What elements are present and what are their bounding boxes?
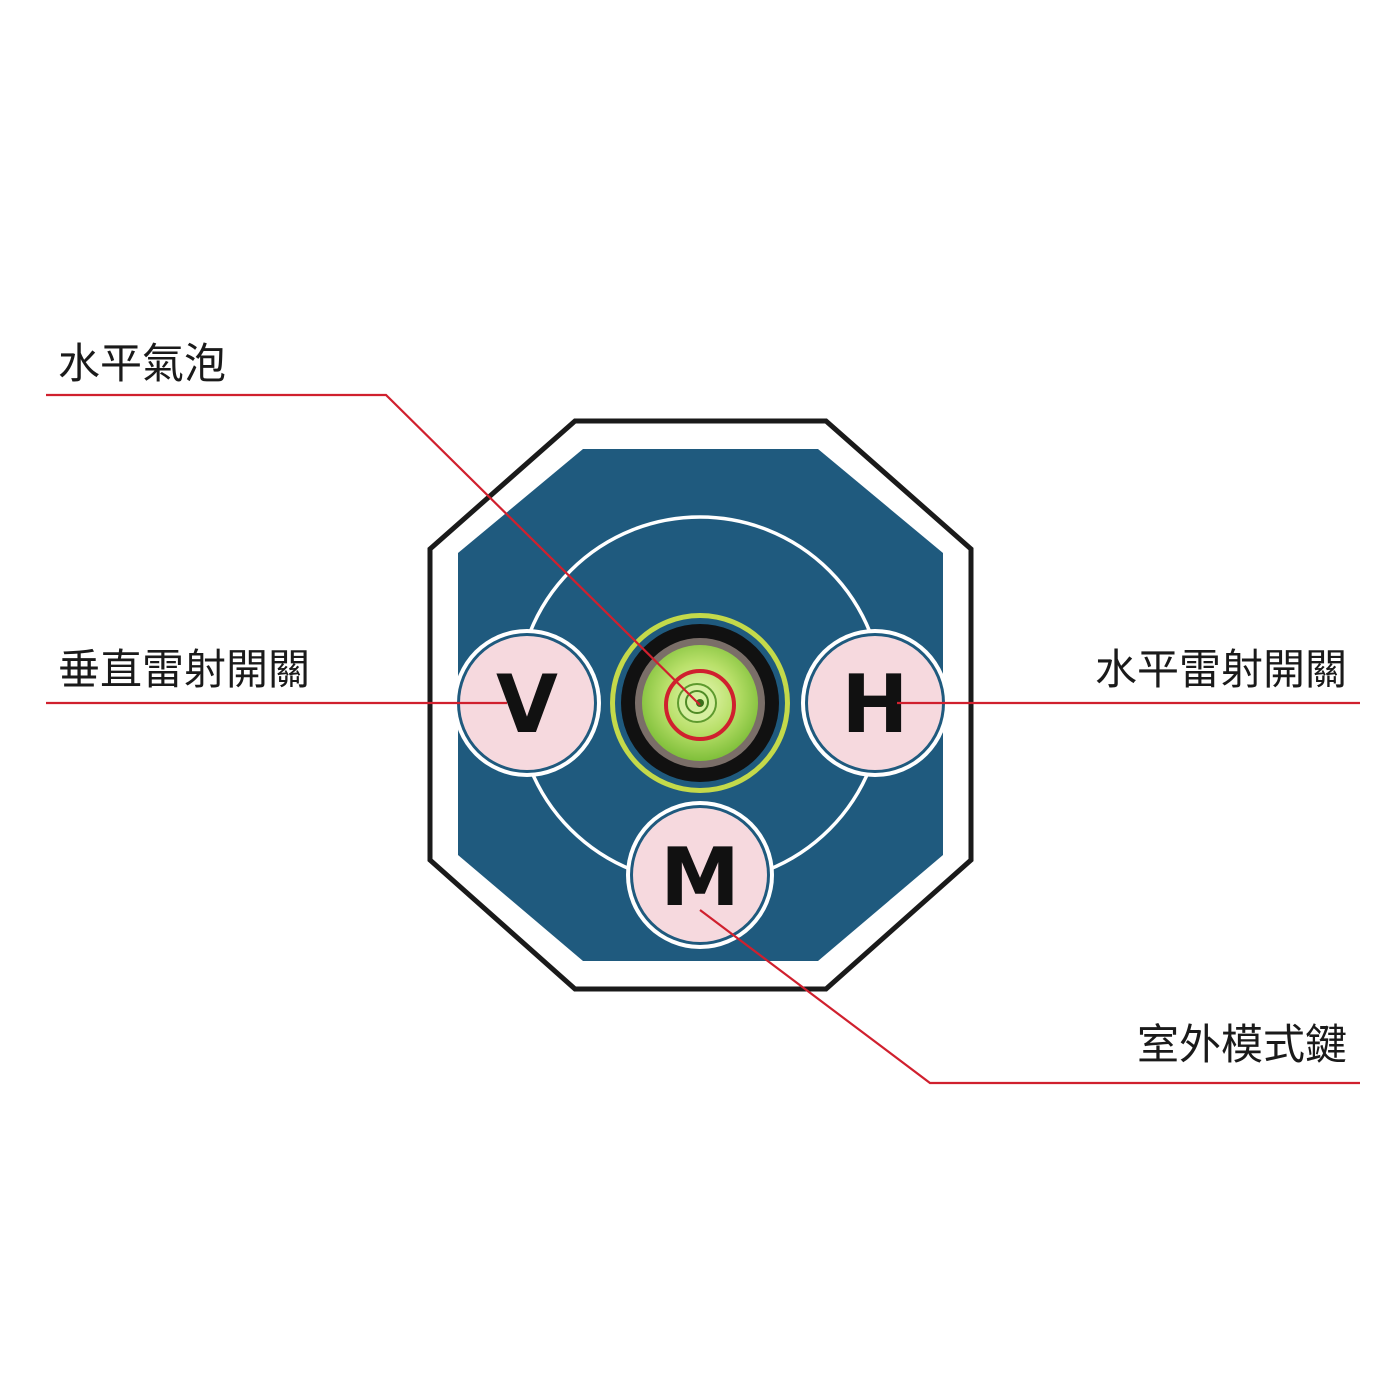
- label-bubble-level: 水平氣泡: [58, 339, 226, 388]
- vertical-laser-button[interactable]: V: [453, 629, 601, 777]
- horizontal-button-label: H: [842, 658, 909, 751]
- label-outdoor-mode: 室外模式鍵: [1137, 1020, 1347, 1069]
- bubble-highlight-ring: [664, 669, 736, 741]
- horizontal-laser-button[interactable]: H: [801, 629, 949, 777]
- mode-button-label: M: [660, 831, 740, 924]
- label-horizontal-switch: 水平雷射開關: [1095, 645, 1347, 694]
- leader-line-mode: [699, 909, 1360, 1085]
- bubble-level: [610, 613, 790, 793]
- vertical-button-label: V: [496, 658, 558, 751]
- outdoor-mode-button[interactable]: M: [626, 801, 774, 949]
- leader-line-bubble: [46, 393, 701, 706]
- label-vertical-switch: 垂直雷射開關: [58, 645, 310, 694]
